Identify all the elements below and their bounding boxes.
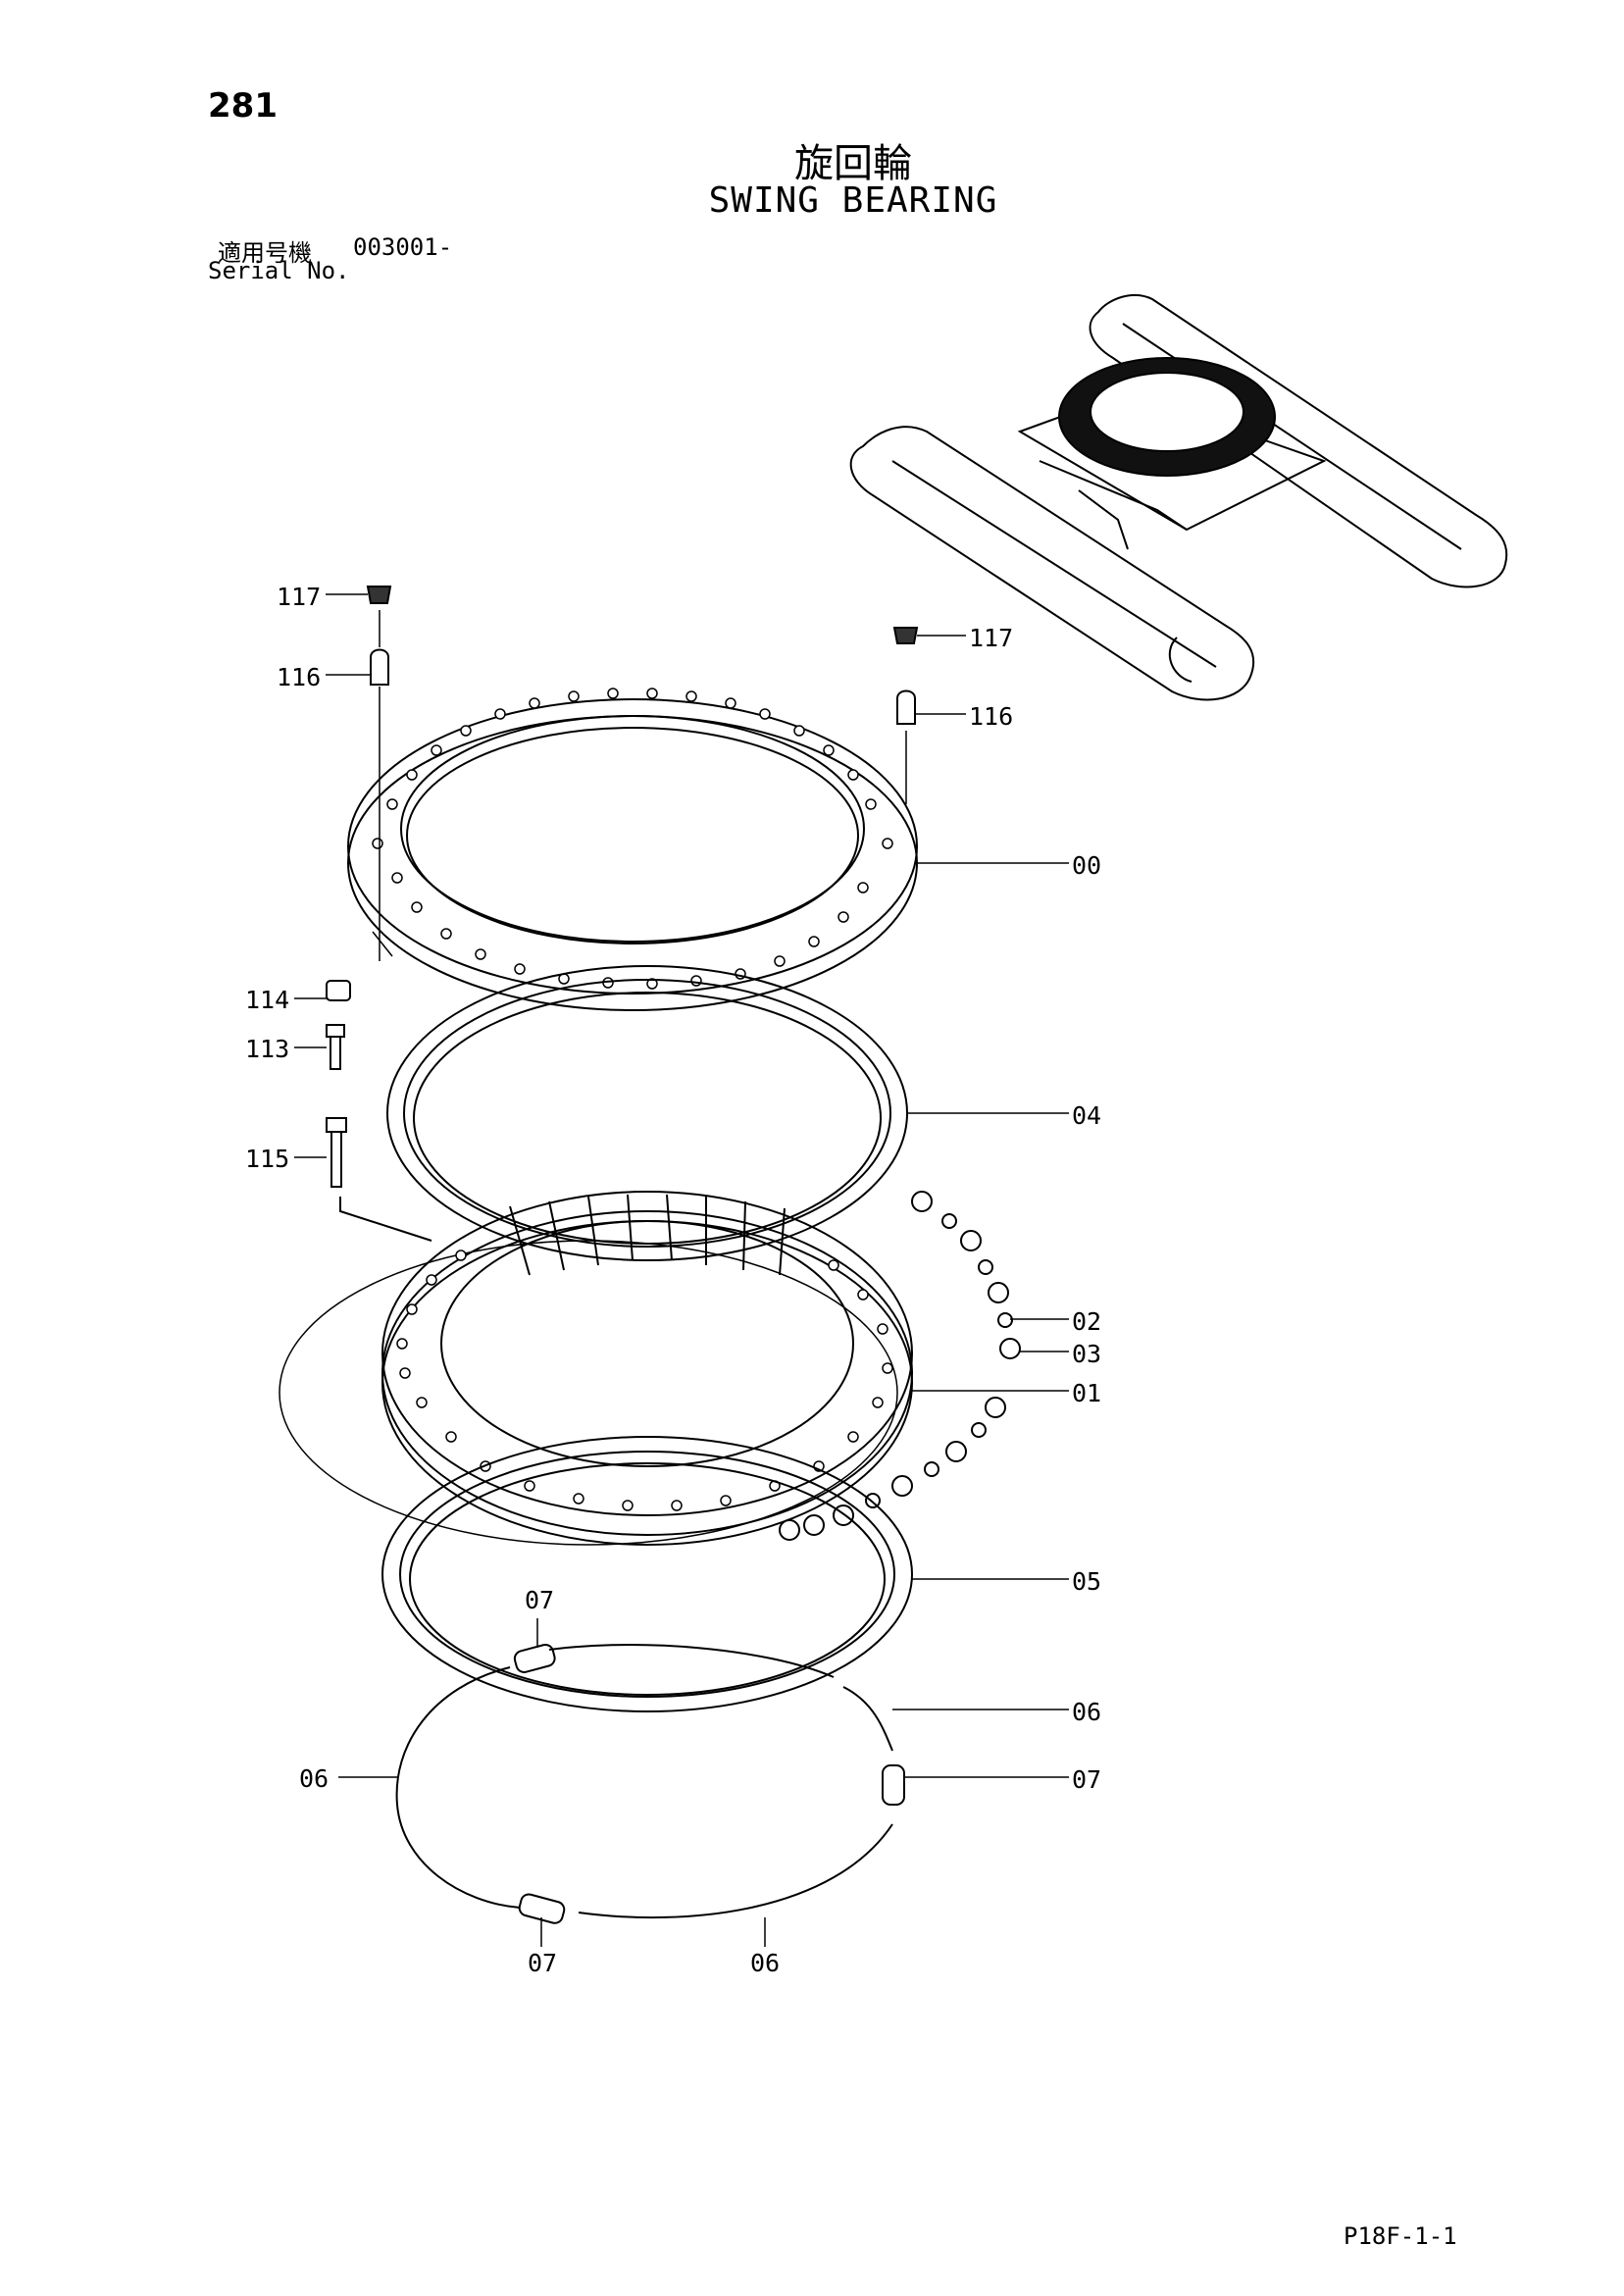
callout-00: 00 [1072,851,1101,880]
inner-race-gear-ring [279,1191,913,1546]
seal-ring-lower [381,1436,913,1712]
balls-and-spacers [779,1191,1021,1541]
callout-06-bottom: 06 [750,1949,780,1977]
callout-03: 03 [1072,1340,1101,1368]
callout-07-right: 07 [1072,1765,1101,1794]
page-number: 281 [208,86,278,126]
callout-113: 113 [245,1035,289,1063]
outer-race-ring [347,688,918,1011]
serial-value: 003001- [353,233,453,261]
callout-05: 05 [1072,1567,1101,1596]
callout-114: 114 [245,986,289,1014]
serial-label-japanese: 適用号機 [218,239,312,267]
callout-07-bottom: 07 [528,1949,557,1977]
wire-ring [395,1643,905,1924]
callout-06-left: 06 [299,1764,329,1793]
callout-116-left: 116 [277,663,321,691]
callout-04: 04 [1072,1101,1101,1130]
callout-115: 115 [245,1145,289,1173]
undercarriage-thumbnail [849,294,1508,701]
title-english: SWING BEARING [708,180,998,221]
callout-01: 01 [1072,1379,1101,1407]
callout-117-left: 117 [277,583,321,611]
serial-label-english: Serial No. [208,257,350,284]
title-japanese: 旋回輪 [794,141,912,186]
leader-lines [294,593,1069,1947]
callout-02: 02 [1072,1307,1101,1336]
callout-06-right: 06 [1072,1698,1101,1726]
callout-116-right: 116 [969,702,1013,731]
callout-07-upper: 07 [525,1586,554,1614]
fasteners [326,586,919,1242]
callout-117-right: 117 [969,624,1013,652]
drawing-code: P18F-1-1 [1344,2222,1457,2250]
